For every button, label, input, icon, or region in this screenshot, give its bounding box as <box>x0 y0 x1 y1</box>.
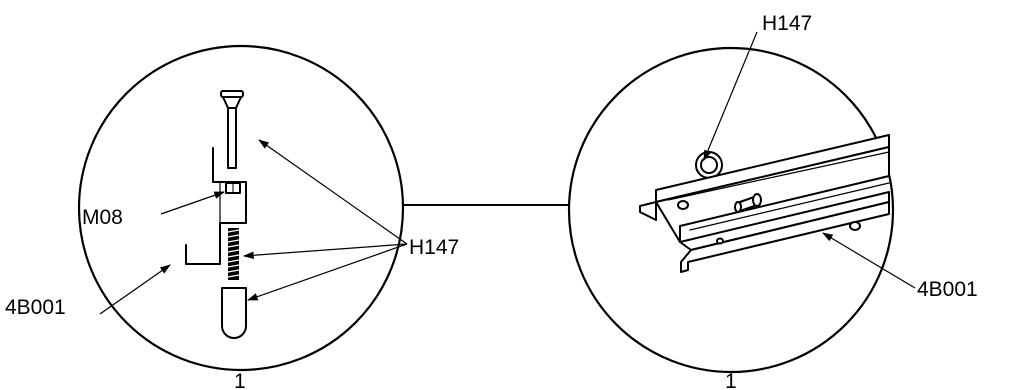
left-detail-circle <box>77 44 405 372</box>
hole <box>677 200 689 210</box>
ring-fitting <box>695 151 723 179</box>
pin-part <box>734 193 762 213</box>
hole <box>716 237 724 245</box>
hole <box>849 221 861 231</box>
cap-part <box>221 287 247 339</box>
rail-part <box>639 134 890 273</box>
spring-part <box>227 228 240 280</box>
left-label-h147: H147 <box>409 236 459 259</box>
left-label-m08: M08 <box>82 206 123 229</box>
bolt-part <box>220 90 244 169</box>
right-label-4b001: 4B001 <box>917 278 978 301</box>
left-detail-number: 1 <box>234 370 246 390</box>
left-label-4b001: 4B001 <box>5 296 66 319</box>
right-label-h147: H147 <box>762 12 812 35</box>
clamp-part <box>185 147 247 265</box>
right-detail-number: 1 <box>725 370 737 390</box>
right-detail: H147 4B001 1 <box>567 12 978 390</box>
left-detail: H147 M08 4B001 1 <box>5 44 459 390</box>
